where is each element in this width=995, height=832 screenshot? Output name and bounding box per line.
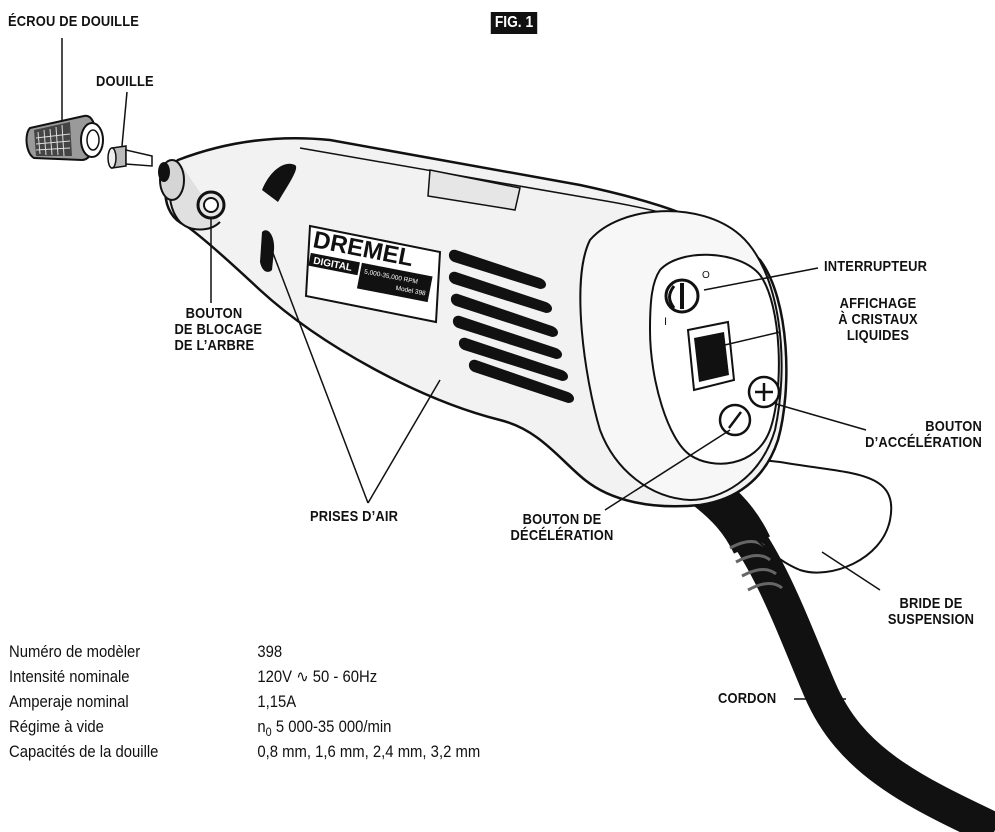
speed-plus-button	[747, 375, 781, 409]
speed-minus-button	[718, 403, 752, 437]
label-decel: BOUTON DE DÉCÉLÉRATION	[509, 512, 616, 544]
spec-value-rest: 5 000-35 000/min	[271, 718, 392, 736]
power-cord	[693, 474, 995, 832]
on-off-switch: I O	[664, 270, 710, 328]
spec-label: Capacités de la douille	[9, 743, 159, 761]
label-lcd-line-2: À CRISTAUX	[838, 311, 918, 328]
label-decel-line-2: DÉCÉLÉRATION	[510, 527, 614, 544]
brand-logo: DREMEL DIGITAL 5,000-35,000 RPM Model 39…	[304, 224, 442, 324]
spec-value: 1,15A	[257, 693, 297, 711]
spec-row: Intensité nominale 120V ∿ 50 - 60Hz	[9, 665, 480, 690]
leader-lines	[61, 38, 881, 700]
label-accel-line-2: D’ACCÉLÉRATION	[865, 434, 982, 451]
spec-label: Amperaje nominal	[9, 693, 129, 711]
switch-off-mark: I	[664, 316, 667, 328]
label-lcd: AFFICHAGE À CRISTAUX LIQUIDES	[833, 296, 922, 344]
spec-label: Numéro de modèler	[9, 643, 141, 661]
figure-title: FIG. 1	[490, 12, 538, 34]
spec-row: Capacités de la douille 0,8 mm, 1,6 mm, 2…	[9, 740, 480, 765]
spec-value: 120V ∿ 50 - 60Hz	[257, 668, 378, 686]
switch-on-mark: O	[702, 270, 710, 281]
label-shaft-lock-line-1: BOUTON	[185, 305, 243, 322]
spec-label: Intensité nominale	[9, 668, 130, 686]
spec-row: Régime à vide n0 5 000-35 000/min	[9, 715, 480, 740]
label-hanger: BRIDE DE SUSPENSION	[884, 596, 979, 628]
label-lcd-line-3: LIQUIDES	[846, 327, 910, 344]
air-vents	[448, 249, 574, 403]
spec-value: 398	[257, 643, 283, 661]
label-hanger-line-1: BRIDE DE	[899, 595, 963, 612]
label-shaft-lock-line-3: DE L’ARBRE	[174, 337, 255, 354]
label-accel-line-1: BOUTON	[925, 418, 982, 435]
spec-value-subscript: 0	[265, 725, 272, 739]
label-shaft-lock: BOUTON DE BLOCAGE DE L’ARBRE	[174, 305, 263, 354]
label-collet-nut: ÉCROU DE DOUILLE	[8, 13, 140, 30]
label-hanger-line-2: SUSPENSION	[887, 611, 975, 628]
label-accel: BOUTON D’ACCÉLÉRATION	[853, 419, 982, 451]
label-decel-line-1: BOUTON DE	[522, 511, 602, 528]
spec-value: n0 5 000-35 000/min	[257, 715, 391, 745]
collet	[107, 145, 153, 169]
specs-table: Numéro de modèler 398 Intensité nominale 1…	[9, 640, 480, 765]
spec-row: Amperaje nominal 1,15A	[9, 690, 480, 715]
label-shaft-lock-line-2: DE BLOCAGE	[174, 321, 263, 338]
spec-label: Régime à vide	[9, 718, 104, 736]
spec-row: Numéro de modèler 398	[9, 640, 480, 665]
spec-value: 0,8 mm, 1,6 mm, 2,4 mm, 3,2 mm	[257, 743, 481, 761]
label-collet: DOUILLE	[96, 73, 154, 90]
label-lcd-line-1: AFFICHAGE	[839, 295, 917, 312]
lcd-display	[686, 320, 736, 392]
label-cord: CORDON	[718, 690, 777, 707]
collet-nut	[25, 114, 104, 162]
shaft-lock-button	[196, 190, 226, 220]
spec-value-prefix: n	[257, 718, 266, 736]
label-vents: PRISES D’AIR	[310, 508, 399, 525]
label-switch: INTERRUPTEUR	[824, 258, 928, 275]
